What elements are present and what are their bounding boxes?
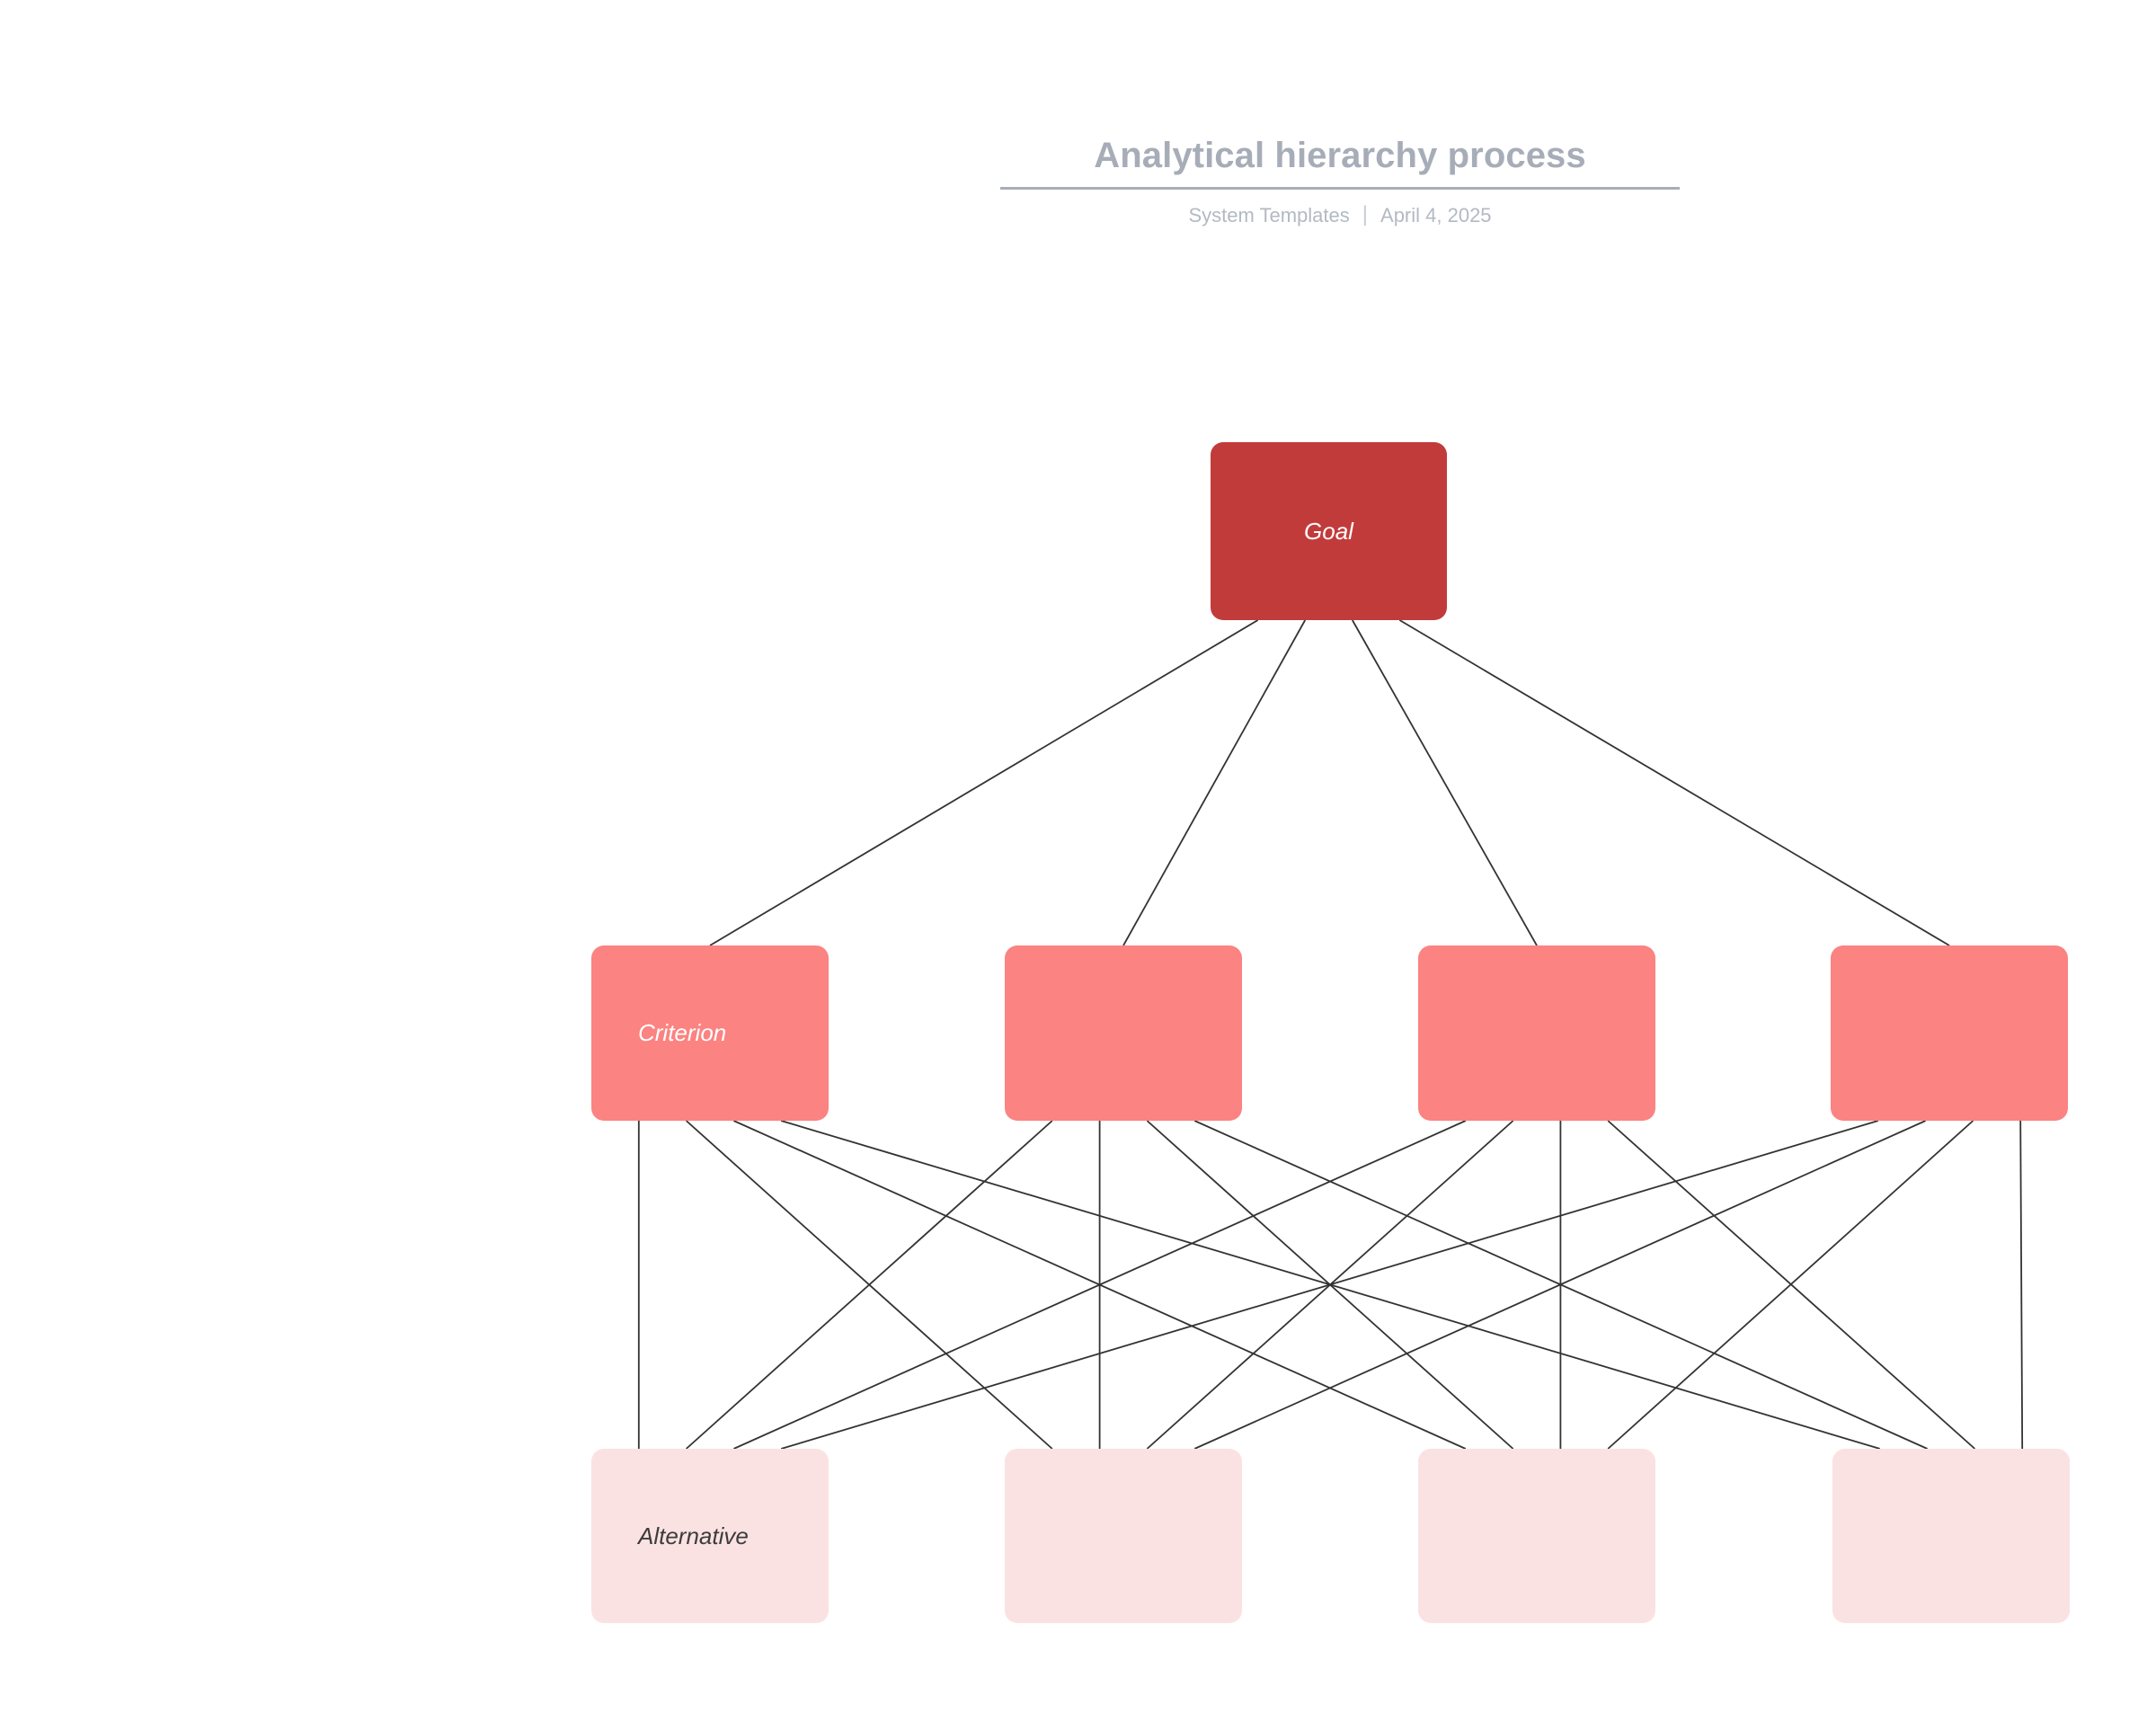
edge-c1-a4 [780,1120,1881,1450]
criterion-node[interactable] [1418,945,1655,1121]
page-title: Analytical hierarchy process [1094,136,1586,175]
edge-c2-a3 [1146,1120,1514,1450]
edge-c4-a4 [2019,1120,2024,1450]
document-header: Analytical hierarchy process System Temp… [1000,135,1680,227]
edge-c1-a3 [733,1120,1467,1450]
edge-c2-a4 [1193,1120,1928,1450]
edge-c4-a3 [1607,1120,1974,1450]
edge-c2-a1 [685,1120,1053,1450]
edge-goal-c1 [709,619,1259,946]
subtitle-date: April 4, 2025 [1380,204,1492,226]
criterion-node[interactable] [1005,945,1242,1121]
edge-c4-a1 [780,1120,1879,1450]
edge-goal-c2 [1122,619,1306,946]
document-subtitle: System Templates | April 4, 2025 [1000,204,1680,227]
criterion-node-label: Criterion [638,1019,727,1046]
alternative-node[interactable] [1005,1449,1242,1623]
goal-node[interactable]: Goal [1211,442,1447,620]
title-divider [1000,187,1680,190]
alternative-node-label: Alternative [638,1522,749,1549]
edge-c3-a4 [1607,1120,1975,1450]
criterion-node[interactable]: Criterion [591,945,829,1121]
goal-node-label: Goal [1304,517,1353,545]
alternative-node[interactable] [1418,1449,1655,1623]
alternative-node[interactable] [1832,1449,2070,1623]
subtitle-separator: | [1362,202,1369,226]
edge-goal-c3 [1352,619,1538,946]
edge-c3-a2 [1146,1120,1514,1450]
edge-c4-a2 [1193,1120,1926,1450]
edge-c3-a1 [733,1120,1467,1450]
alternative-node[interactable]: Alternative [591,1449,829,1623]
subtitle-source: System Templates [1188,204,1350,226]
criterion-node[interactable] [1831,945,2068,1121]
edge-c1-a2 [685,1120,1053,1450]
edge-goal-c4 [1398,619,1950,946]
